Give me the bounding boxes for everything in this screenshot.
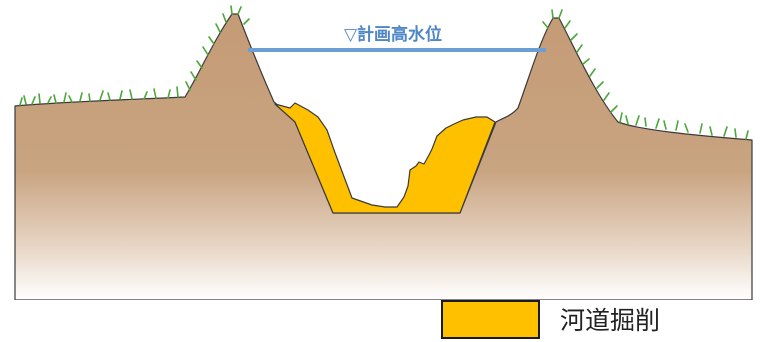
legend: 河道掘削 xyxy=(441,297,660,341)
legend-swatch-excavation xyxy=(441,299,540,339)
cross-section-diagram: ▽計画高水位 xyxy=(14,5,753,300)
ground-profile xyxy=(14,13,753,300)
excavation-area xyxy=(274,102,496,214)
grass-tufts xyxy=(19,5,749,140)
water-level-label: ▽計画高水位 xyxy=(344,24,442,45)
legend-label-excavation: 河道掘削 xyxy=(560,306,661,335)
